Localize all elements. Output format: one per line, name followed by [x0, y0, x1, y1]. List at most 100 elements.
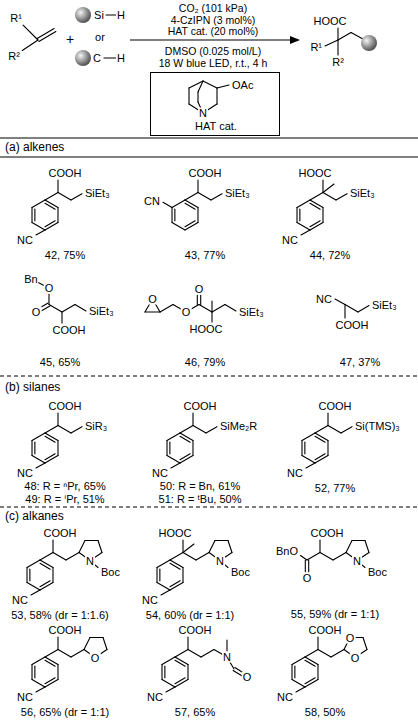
bond: [305, 560, 306, 572]
bond: [58, 193, 71, 201]
bond: [31, 441, 32, 456]
bond: [363, 638, 367, 650]
bond: [358, 306, 369, 313]
bond: [185, 223, 198, 231]
atom-label: SiEt₃: [238, 307, 265, 318]
bond: [180, 454, 190, 460]
bond: [310, 193, 323, 201]
atom-label: O: [302, 573, 313, 584]
bond: [296, 208, 297, 223]
atom-label: Bn: [23, 274, 38, 285]
atom-label: N: [85, 555, 95, 566]
bond: [157, 560, 170, 568]
bond: [317, 637, 318, 650]
bond: [170, 553, 183, 561]
bond: [296, 687, 305, 692]
condition: 4-CzIPN (3 mol%): [170, 14, 257, 25]
atom-label: HOOC: [189, 324, 224, 335]
atom-label: OAc: [231, 80, 254, 91]
atom-label: NC: [281, 235, 299, 246]
bond: [197, 295, 198, 305]
atom-label: SiEt₃: [224, 187, 251, 198]
atom-label: COOH: [178, 625, 213, 636]
bond: [304, 442, 305, 454]
atom-label: O: [242, 672, 253, 683]
bond: [36, 463, 45, 468]
plus-sign: +: [65, 32, 75, 46]
bond: [45, 650, 58, 658]
bond: [163, 202, 172, 207]
bond: [57, 665, 58, 680]
bond: [40, 560, 53, 568]
bond: [157, 583, 170, 591]
bond: [84, 638, 90, 650]
yield-caption: 50: R = Bn, 61%: [159, 481, 241, 492]
atom-label: NC: [16, 468, 34, 479]
yield-caption: 58, 50%: [304, 707, 346, 718]
bond: [185, 193, 198, 201]
product-sphere: [361, 35, 377, 51]
dashed-divider: [0, 507, 418, 508]
bond: [310, 221, 320, 227]
bond: [292, 657, 305, 665]
bond: [351, 33, 362, 39]
atom-label: H: [116, 10, 126, 21]
bond: [32, 657, 45, 665]
bond: [32, 456, 45, 464]
bond: [211, 312, 212, 322]
atom-label: COOH: [335, 320, 370, 331]
bond: [49, 305, 62, 313]
atom-label: COOH: [43, 528, 78, 539]
bond: [159, 569, 160, 581]
bond: [169, 442, 170, 454]
bond: [99, 650, 107, 655]
bond: [45, 678, 55, 684]
bond: [217, 85, 229, 88]
bond: [57, 441, 58, 456]
bond: [170, 560, 183, 568]
atom-label: NC: [16, 235, 34, 246]
yield-caption: 49: R = ⁱPr, 51%: [24, 494, 105, 505]
bond: [36, 687, 45, 692]
bond: [307, 553, 320, 561]
bond: [199, 305, 212, 313]
bond: [36, 230, 45, 235]
bond: [79, 541, 85, 553]
bond: [31, 208, 32, 223]
atom-label: SiMe₂R: [219, 420, 258, 431]
atom-label: SiEt₃: [84, 187, 111, 198]
atom-label: C: [92, 53, 102, 64]
atom-label: SiEt₃: [371, 300, 398, 311]
bond: [315, 433, 328, 441]
bond: [162, 657, 175, 665]
condition: DMSO (0.025 mol/L): [164, 46, 262, 57]
atom-label: R¹: [309, 42, 323, 53]
bond: [310, 203, 320, 209]
bond: [318, 650, 331, 658]
section-rule: [0, 157, 418, 158]
bond: [337, 28, 338, 40]
catalyst-label: HAT cat.: [194, 121, 238, 132]
bond: [164, 666, 165, 678]
bond: [94, 553, 102, 558]
bond: [292, 680, 305, 688]
bond: [187, 665, 188, 680]
atom-label: NC: [16, 692, 34, 703]
bond: [45, 454, 55, 460]
bond: [162, 680, 175, 688]
bond: [341, 427, 352, 433]
bond: [335, 299, 345, 305]
atom-label: NC: [11, 595, 29, 606]
bond: [211, 194, 222, 200]
bond: [45, 660, 55, 666]
bond: [319, 540, 320, 553]
condition: HAT cat. (20 mol%): [167, 26, 260, 37]
yield-caption: 42, 75%: [44, 250, 86, 261]
yield-caption: 57, 65%: [174, 707, 216, 718]
bond: [40, 581, 50, 587]
bond: [224, 553, 232, 558]
bond: [201, 650, 214, 658]
bond: [166, 687, 175, 692]
bond: [197, 92, 198, 102]
bond: [32, 433, 45, 441]
